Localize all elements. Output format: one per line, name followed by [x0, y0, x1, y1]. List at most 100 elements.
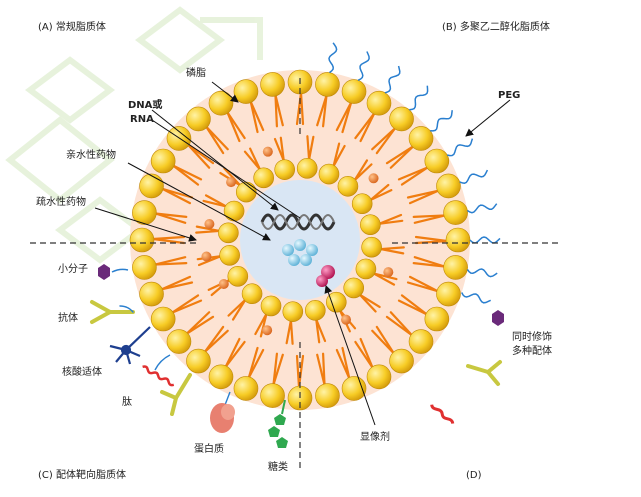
- lipid-tail: [172, 164, 203, 181]
- lipid-head: [408, 126, 434, 151]
- lipid-head: [208, 364, 234, 390]
- lipid-head: [366, 364, 392, 390]
- antibody-label: 抗体: [58, 311, 78, 324]
- quadrant-dividers: [30, 78, 560, 470]
- sugar-label: 糖类: [268, 460, 288, 473]
- lipid-head: [389, 106, 414, 132]
- peg-chain: [447, 138, 474, 157]
- lipid-head: [139, 173, 164, 199]
- peg-chain: [461, 292, 492, 304]
- drug-ball: [218, 279, 229, 289]
- peptide-ligand: [142, 354, 175, 387]
- aptamer-label: 核酸适体: [62, 365, 102, 378]
- peg-chain: [469, 236, 501, 244]
- lipid-tail: [151, 235, 186, 241]
- lipid-head: [150, 148, 176, 174]
- lipid-tail: [204, 194, 228, 208]
- lipid-head: [360, 214, 381, 235]
- lipid-tail: [295, 354, 301, 389]
- watermark-text: 基因与细胞科普: [505, 464, 597, 480]
- lipid-tail: [227, 298, 247, 317]
- lipid-head: [274, 159, 295, 180]
- imaging-agent: [316, 265, 335, 287]
- drug-ball: [368, 173, 379, 184]
- peg-label: PEG: [498, 90, 520, 101]
- lipid-head: [233, 79, 259, 104]
- lipid-tail: [279, 136, 285, 162]
- drug-ball: [262, 146, 273, 157]
- lipid-tail: [378, 219, 404, 225]
- lipid-head: [443, 255, 468, 280]
- drug-ball: [201, 251, 212, 262]
- lipid-tail: [412, 261, 446, 268]
- sugar-ligand: [268, 399, 288, 448]
- peg-chain: [466, 203, 498, 214]
- lipid-tail: [274, 93, 284, 127]
- drug-ball: [204, 219, 215, 230]
- lipid-head: [361, 236, 382, 258]
- lipid-tails: [151, 91, 449, 389]
- lipid-tail: [160, 275, 192, 291]
- lipid-tail: [375, 126, 397, 155]
- lipid-head: [315, 72, 340, 97]
- peg-chain: [357, 51, 370, 81]
- multi-ligand-group: [430, 310, 504, 424]
- peg-chain: [409, 85, 429, 111]
- lipid-tail: [224, 337, 241, 368]
- lipid-head: [186, 106, 211, 132]
- lipid-head: [132, 200, 157, 225]
- lipid-tail: [389, 145, 415, 169]
- lipid-head: [445, 227, 471, 253]
- quadrant-c-label: (C) 配体靶向脂质体: [38, 468, 126, 481]
- lipid-head: [241, 283, 263, 305]
- lipid-tail: [249, 100, 265, 132]
- lipid-tail: [249, 147, 262, 171]
- lipid-tail: [153, 256, 187, 266]
- lipid-head: [343, 277, 365, 299]
- lipid-head: [296, 158, 318, 179]
- multi-ligand-label-line1: 同时修饰: [512, 330, 552, 343]
- quadrant-b-label: (B) 多聚乙二醇化脂质体: [442, 20, 550, 33]
- lipid-tail: [341, 101, 353, 134]
- lipid-head: [132, 255, 157, 280]
- quadrant-d-label: (D): [466, 470, 482, 481]
- lipid-head: [166, 329, 192, 354]
- lipid-head: [233, 376, 259, 401]
- lipid-head: [227, 265, 249, 287]
- phospholipid-label: 磷脂: [186, 66, 206, 79]
- lipid-head: [337, 175, 359, 197]
- lipid-head: [355, 258, 377, 280]
- lipid-tail: [400, 166, 429, 186]
- lipid-tail: [369, 189, 393, 202]
- antibody-ligand-2: [160, 373, 192, 416]
- lipid-tail: [413, 214, 447, 224]
- leader-lines: [94, 81, 511, 426]
- lipid-tail: [299, 91, 305, 126]
- small-molecule-label: 小分子: [58, 263, 88, 275]
- lipid-tail: [315, 318, 321, 344]
- lipid-tail: [205, 125, 229, 151]
- lipid-tail: [353, 163, 373, 182]
- lipid-head: [260, 295, 282, 317]
- dna-label-line2: RNA: [130, 114, 154, 125]
- lipid-tail: [371, 329, 395, 355]
- protein-label: 蛋白质: [194, 442, 224, 455]
- lipid-heads: [129, 69, 471, 411]
- lipid-tail: [203, 325, 225, 354]
- hydrophobic-drug-balls: [201, 146, 394, 336]
- lipid-head: [436, 173, 461, 199]
- lipid-tail: [307, 135, 315, 161]
- lipid-head: [318, 163, 340, 185]
- lipid-tail: [285, 319, 293, 345]
- hydrophilic-drug-label: 亲水性药物: [66, 148, 116, 161]
- lipid-tail: [171, 294, 200, 314]
- lipid-tail: [414, 239, 449, 245]
- peg-chain: [328, 42, 338, 74]
- antibody-ligand: [90, 300, 135, 324]
- lipid-head: [223, 200, 245, 222]
- lipid-tail: [223, 167, 242, 187]
- lipid-head: [325, 291, 347, 313]
- lipid-tail: [186, 143, 215, 165]
